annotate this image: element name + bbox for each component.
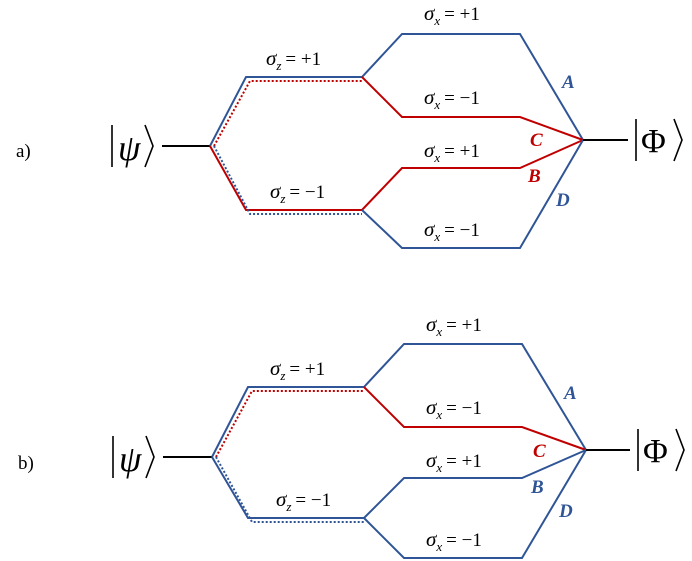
panel-a-input-state: ψ [118, 128, 141, 168]
panel-a-sigma-x-2: σx= −1 [424, 85, 480, 112]
panel-b: b) ψ Φ σz= +1 σz= −1 σx= +1 σx= −1 σx= +… [18, 312, 685, 559]
panel-a-path-A [209, 33, 584, 147]
panel-b-label-A: A [563, 383, 577, 404]
panel-a-sigma-x-3: σx= +1 [424, 138, 480, 165]
panel-b-input-ket: ψ [112, 435, 155, 479]
panel-b-label-B: B [530, 477, 544, 498]
panel-b-path-A [211, 343, 587, 458]
panel-a-output-state: Φ [641, 123, 666, 160]
panel-b-output-state: Φ [643, 433, 668, 470]
panel-a-output-ket: Φ [635, 118, 683, 162]
panel-a-label-A: A [561, 72, 575, 93]
panel-b-label-C: C [533, 441, 546, 462]
panel-b-sigma-x-1: σx= +1 [426, 312, 482, 339]
panel-a-label-B: B [527, 166, 541, 187]
panel-a-sigma-z-plus: σz= +1 [266, 46, 321, 73]
panel-a-dotted-lower [213, 145, 362, 215]
panel-b-dotted-lower [215, 456, 364, 523]
panel-b-input-state: ψ [119, 439, 142, 479]
panel-a-sigma-x-4: σx= −1 [424, 217, 480, 244]
panel-b-path-D [363, 449, 587, 559]
panel-b-dotted-upper [215, 390, 364, 458]
panel-b-path-B [211, 449, 587, 519]
panel-a-label-C: C [530, 130, 543, 151]
ket-right-angle [145, 435, 155, 479]
panel-a-dotted-upper [213, 80, 362, 147]
panel-b-label: b) [18, 453, 34, 474]
ket-right-angle [144, 124, 154, 168]
panel-b-sigma-x-4: σx= −1 [426, 527, 482, 554]
panel-a-label: a) [16, 141, 31, 162]
panel-b-label-D: D [558, 501, 573, 522]
panel-a-path-D [361, 139, 584, 249]
panel-b-sigma-z-minus: σz= −1 [276, 487, 331, 514]
panel-a-path-B [209, 139, 584, 211]
panel-a-path-C [361, 76, 584, 141]
panel-a: a) ψ Φ σz= +1 σz= −1 σx= +1 σx= −1 σx= +… [16, 1, 683, 249]
panel-b-sigma-x-3: σx= +1 [426, 448, 482, 475]
panel-a-input-ket: ψ [111, 124, 154, 168]
panel-b-output-ket: Φ [637, 428, 685, 472]
panel-b-sigma-x-2: σx= −1 [426, 395, 482, 422]
ket-right-angle [675, 428, 685, 472]
panel-b-path-C [363, 386, 587, 451]
panel-b-sigma-z-plus: σz= +1 [270, 356, 325, 383]
panel-a-sigma-x-1: σx= +1 [424, 1, 480, 28]
ket-right-angle [673, 118, 683, 162]
panel-a-label-D: D [555, 190, 570, 211]
panel-a-sigma-z-minus: σz= −1 [270, 179, 325, 206]
